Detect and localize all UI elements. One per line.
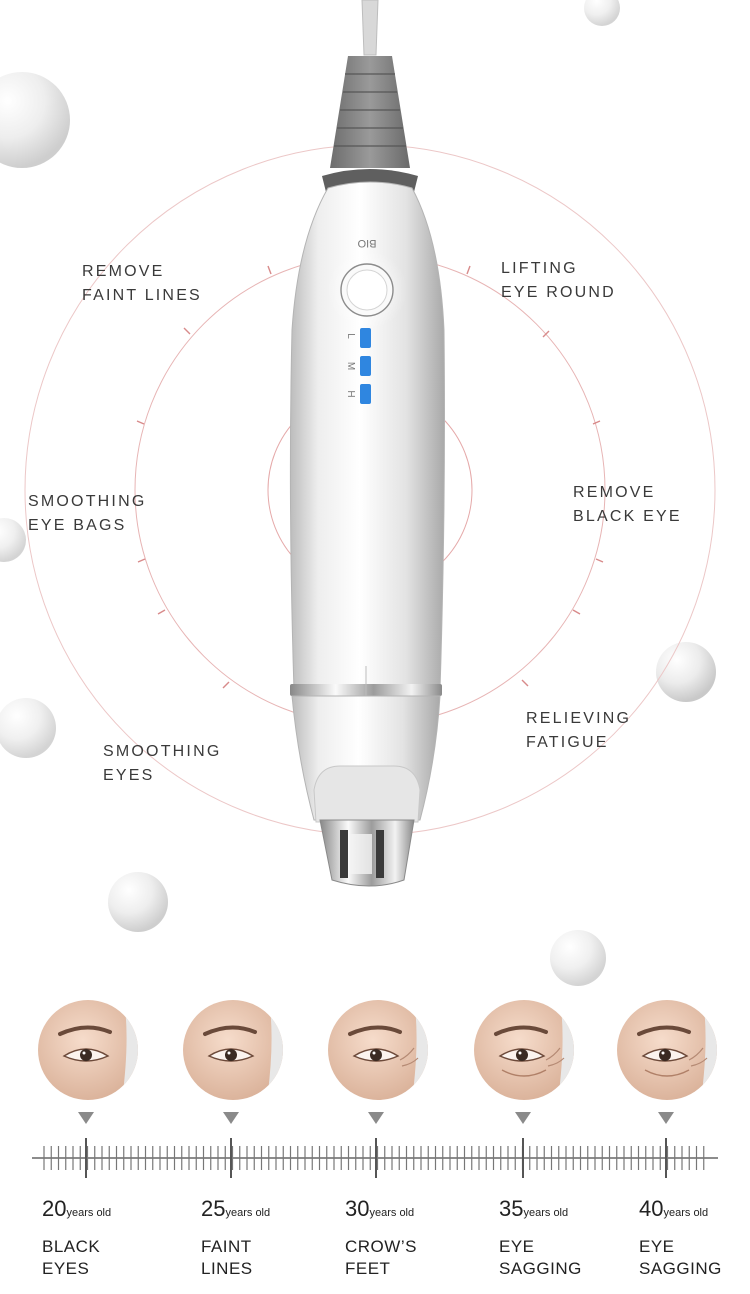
- pearl: [0, 698, 56, 758]
- face-eye-photo: [474, 1000, 574, 1100]
- pointer-triangle: [368, 1112, 384, 1124]
- pearl: [550, 930, 606, 986]
- device-cable: [361, 0, 379, 56]
- ruler-ticks: [43, 1146, 705, 1170]
- level-led-high: [360, 384, 371, 404]
- face-eye-photo: [617, 1000, 717, 1100]
- device-head-panel: [313, 765, 421, 823]
- cable-grip: [330, 56, 410, 168]
- pointer-triangle: [658, 1112, 674, 1124]
- device-button-label: BIO: [357, 237, 376, 249]
- face-eye-photo: [38, 1000, 138, 1100]
- age-ruler: [32, 1138, 718, 1178]
- power-button: [346, 269, 388, 311]
- face-eye-photo: [183, 1000, 283, 1100]
- device-level-h: H: [345, 390, 356, 397]
- beauty-device: BIO L M H: [289, 0, 445, 887]
- age-25: 25years old: [201, 1196, 271, 1221]
- age-35: 35years old: [499, 1196, 569, 1221]
- pearl: [0, 72, 70, 168]
- pearl: [584, 0, 620, 26]
- pearl-decorations: [0, 0, 716, 986]
- level-led-low: [360, 328, 371, 348]
- age-40: 40years old: [639, 1196, 709, 1221]
- pointer-triangle: [515, 1112, 531, 1124]
- pointer-triangle: [78, 1112, 94, 1124]
- age-30: 30years old: [345, 1196, 415, 1221]
- pearl: [108, 872, 168, 932]
- face-eye-photo: [328, 1000, 428, 1100]
- pointer-triangle: [223, 1112, 239, 1124]
- ring-ticks: [136, 265, 604, 689]
- device-body: [289, 181, 445, 691]
- pearl: [0, 518, 26, 562]
- device-level-l: L: [345, 333, 356, 339]
- pearl: [656, 642, 716, 702]
- device-level-m: M: [345, 362, 356, 370]
- age-20: 20years old: [42, 1196, 112, 1221]
- level-led-medium: [360, 356, 371, 376]
